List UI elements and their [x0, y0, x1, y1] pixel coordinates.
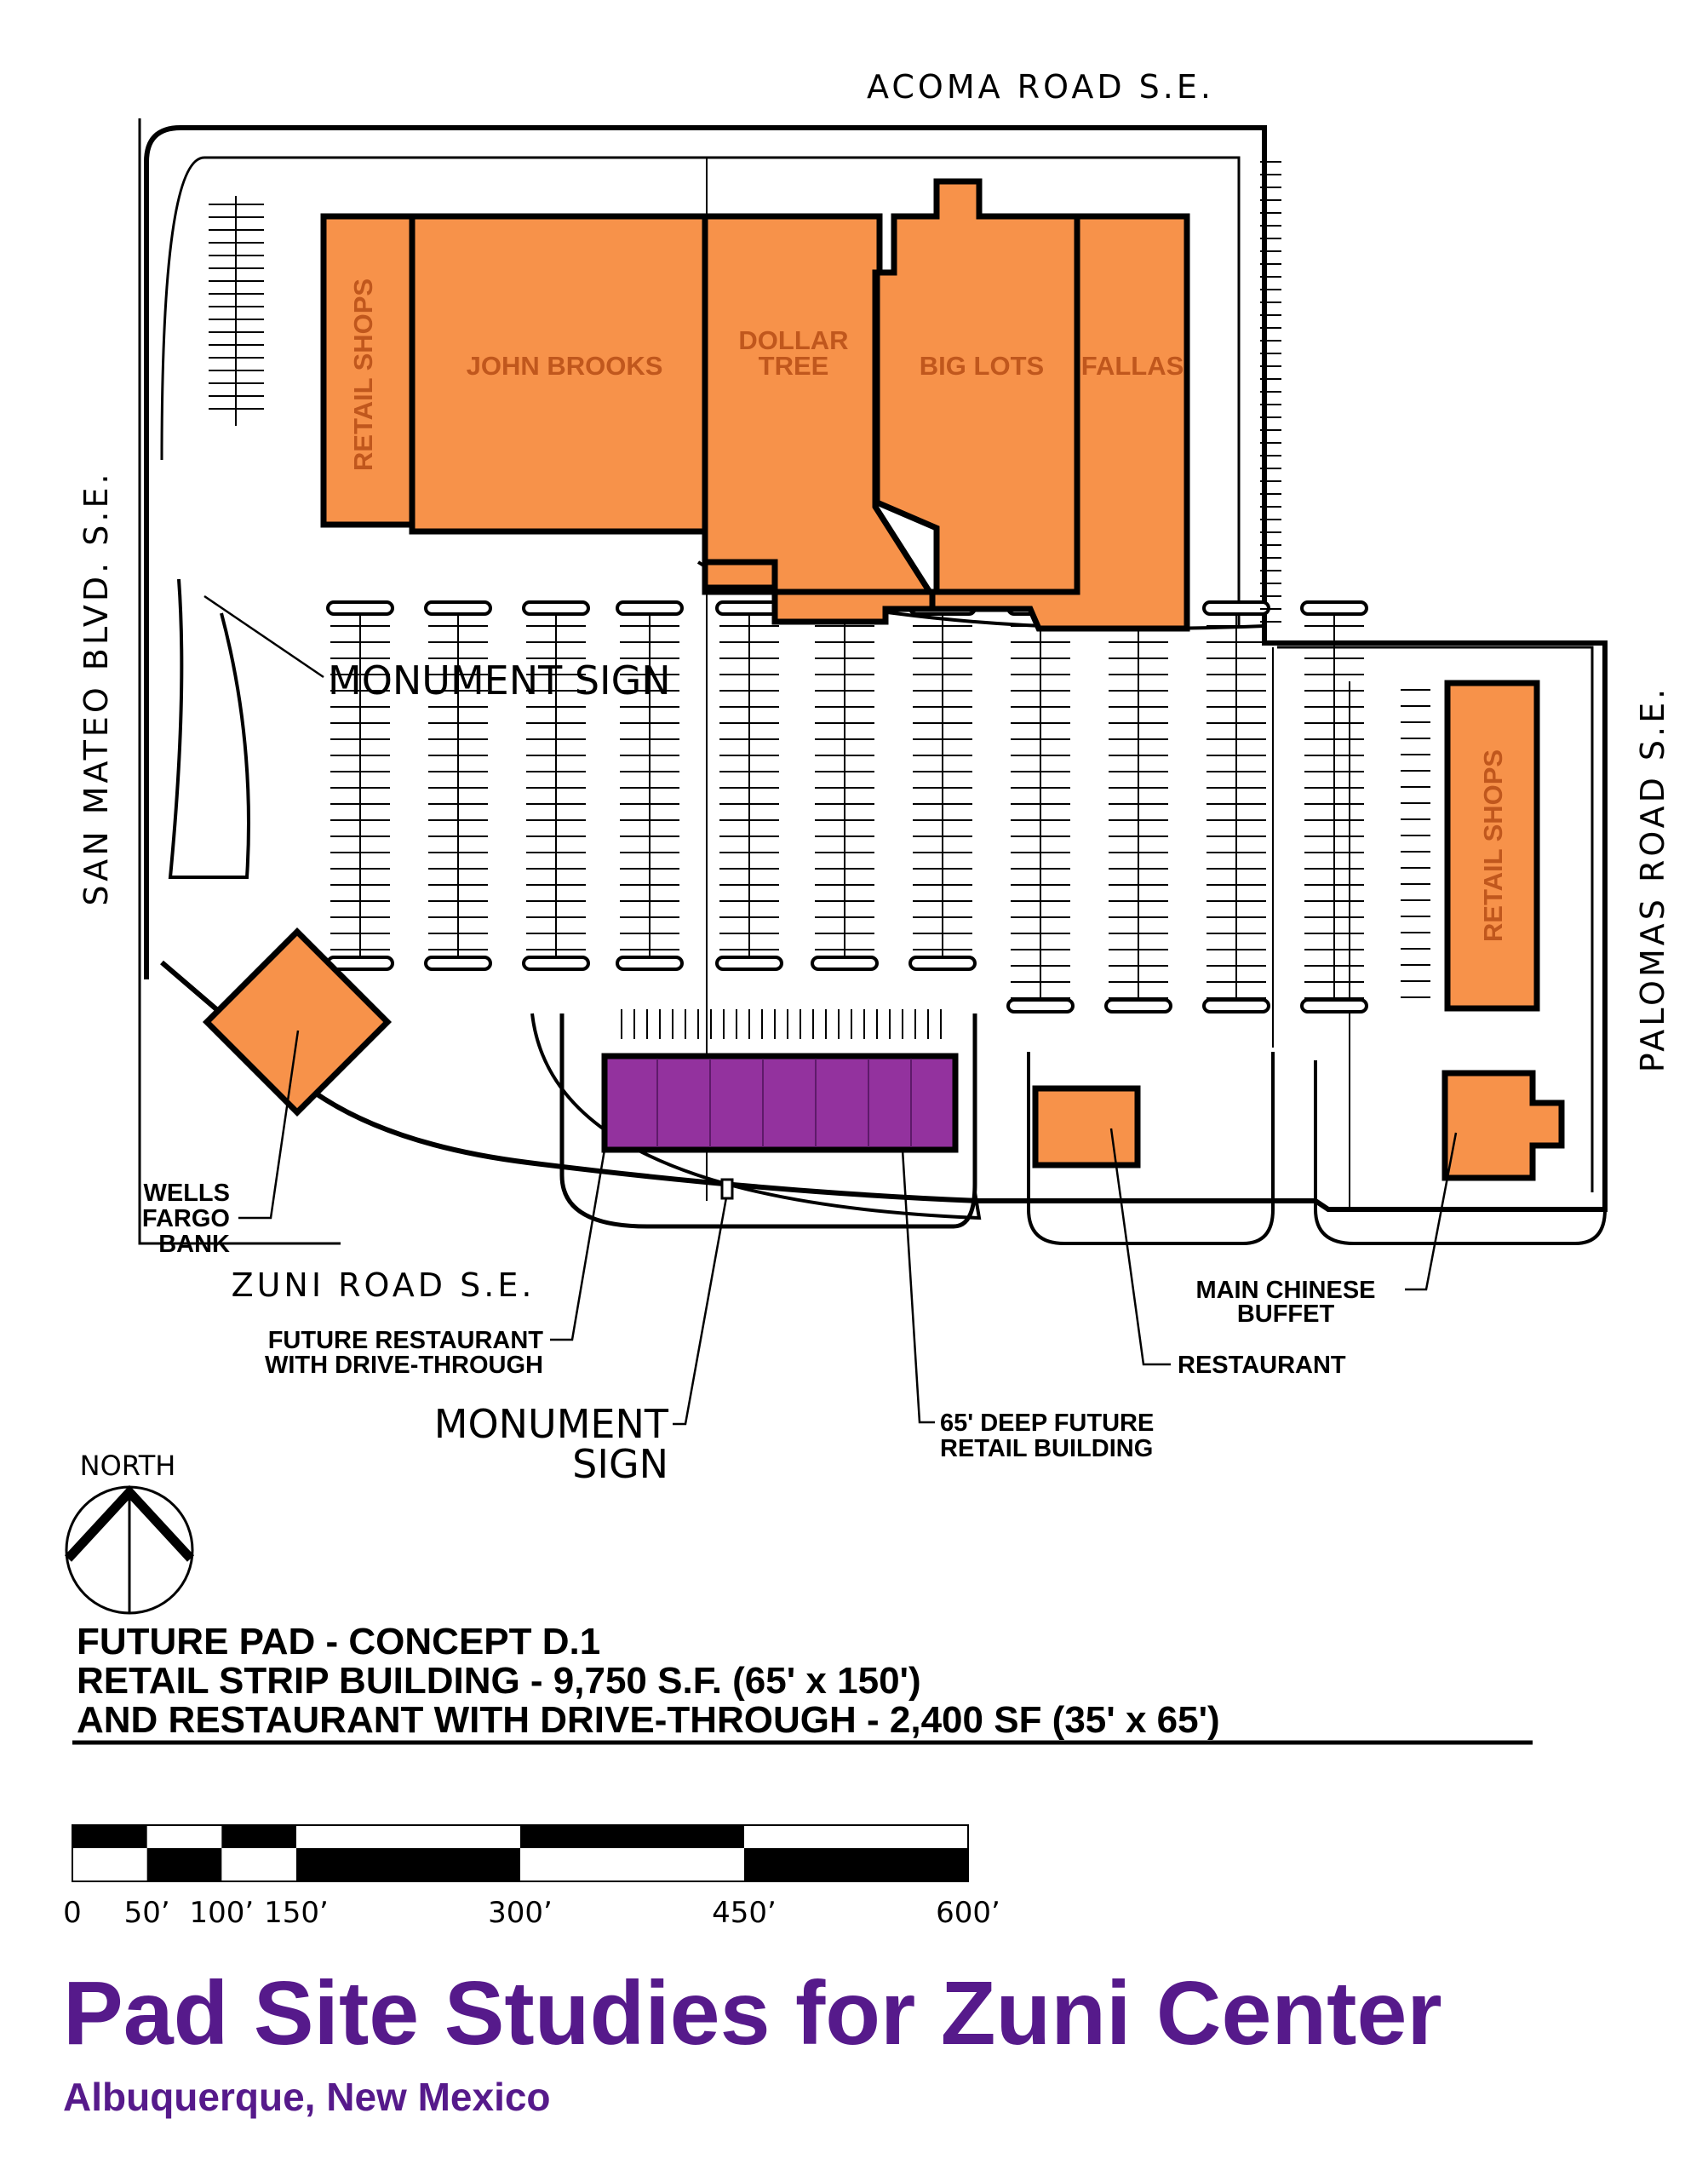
callout-monument-sign-2a: MONUMENT [434, 1401, 669, 1447]
label-fallas: FALLAS [1081, 351, 1184, 381]
label-dollar-tree-1: DOLLAR [738, 325, 848, 355]
site-curbs [138, 118, 1608, 1245]
scale-bar-segment [744, 1848, 968, 1881]
scale-bar-segment [520, 1825, 744, 1848]
scale-bar-label: 50’ [124, 1896, 170, 1930]
callout-monument-sign-2b: SIGN [572, 1441, 668, 1487]
callout-chinese-buffet-1: MAIN CHINESE [1195, 1277, 1375, 1304]
building-wells-fargo [202, 927, 393, 1117]
parking-row [908, 600, 977, 971]
scale-bar-label: 300’ [488, 1896, 553, 1930]
scale-bar-segment [146, 1848, 222, 1881]
scale-bar-label: 450’ [712, 1896, 777, 1930]
scale-bar-label: 100’ [189, 1896, 254, 1930]
parking-row [1300, 600, 1368, 1013]
callout-monument-sign-1: MONUMENT SIGN [328, 657, 671, 703]
parking-row [522, 600, 590, 971]
callout-restaurant: RESTAURANT [1178, 1352, 1346, 1379]
building-restaurant [1032, 1085, 1141, 1169]
building-rear-annex [702, 559, 936, 625]
note-line-2: RETAIL STRIP BUILDING - 9,750 S.F. (65' … [77, 1660, 921, 1702]
label-big-lots: BIG LOTS [920, 351, 1044, 381]
north-label: NORTH [80, 1450, 176, 1482]
page-subtitle: Albuquerque, New Mexico [63, 2075, 551, 2119]
road-label-palomas: PALOMAS ROAD S.E. [1634, 686, 1671, 1072]
road-label-zuni: ZUNI ROAD S.E. [232, 1266, 536, 1304]
scale-bar-segment [221, 1825, 296, 1848]
parking-row [811, 600, 879, 971]
parking-row [616, 600, 684, 971]
building-fallas [882, 213, 1190, 632]
note-line-3: AND RESTAURANT WITH DRIVE-THROUGH - 2,40… [77, 1699, 1220, 1741]
label-retail-shops-west: RETAIL SHOPS [348, 278, 378, 471]
parking-row [1006, 600, 1075, 1013]
road-label-san-mateo: SAN MATEO BLVD. S.E. [77, 470, 115, 905]
building-retail-shops-west [320, 213, 416, 528]
label-retail-shops-east: RETAIL SHOPS [1478, 749, 1508, 942]
parking-rows [209, 161, 1430, 1039]
north-arrow: NORTH [64, 1450, 195, 1615]
callout-future-retail-2: RETAIL BUILDING [940, 1435, 1153, 1462]
building-john-brooks [409, 213, 708, 535]
scale-bar-label: 150’ [264, 1896, 329, 1930]
callout-wells-fargo-3: BANK [158, 1231, 230, 1258]
scale-bar: 0 50’ 100’ 150’ 300’ 450’ 600’ [63, 1824, 1000, 1930]
building-retail-shops-east [1444, 680, 1540, 1012]
parking-row [1104, 600, 1172, 1013]
parking-row [1202, 600, 1270, 1013]
future-retail-building [559, 1013, 977, 1229]
parking-row [209, 196, 264, 426]
label-dollar-tree-2: TREE [759, 351, 829, 381]
note-line-1: FUTURE PAD - CONCEPT D.1 [77, 1621, 600, 1662]
parking-row [424, 600, 492, 971]
parking-row [621, 161, 1430, 1039]
existing-buildings: RETAIL SHOPS JOHN BROOKS DOLLAR TREE BIG… [202, 178, 1565, 1181]
parking-row [715, 600, 783, 971]
building-main-chinese-buffet [1441, 1070, 1565, 1181]
building-big-lots [874, 178, 1080, 595]
scale-bar-segment [296, 1848, 520, 1881]
concept-notes: FUTURE PAD - CONCEPT D.1 RETAIL STRIP BU… [72, 1621, 1533, 1745]
callout-wells-fargo-2: FARGO [142, 1205, 230, 1232]
scale-bar-label: 0 [63, 1896, 82, 1930]
callout-chinese-buffet-2: BUFFET [1237, 1301, 1335, 1328]
scale-bar-label: 600’ [936, 1896, 1000, 1930]
callouts: MONUMENT SIGN WELLS FARGO BANK FUTURE RE… [142, 594, 1458, 1487]
callout-future-retail-1: 65' DEEP FUTURE [940, 1410, 1154, 1437]
callout-wells-fargo-1: WELLS [144, 1180, 231, 1207]
label-john-brooks: JOHN BROOKS [467, 351, 663, 381]
callout-future-restaurant-2: WITH DRIVE-THROUGH [265, 1352, 543, 1379]
page-title: Pad Site Studies for Zuni Center [63, 1963, 1442, 2064]
scale-bar-segment [72, 1825, 147, 1848]
callout-future-restaurant-1: FUTURE RESTAURANT [268, 1327, 544, 1354]
road-label-acoma: ACOMA ROAD S.E. [867, 68, 1214, 106]
